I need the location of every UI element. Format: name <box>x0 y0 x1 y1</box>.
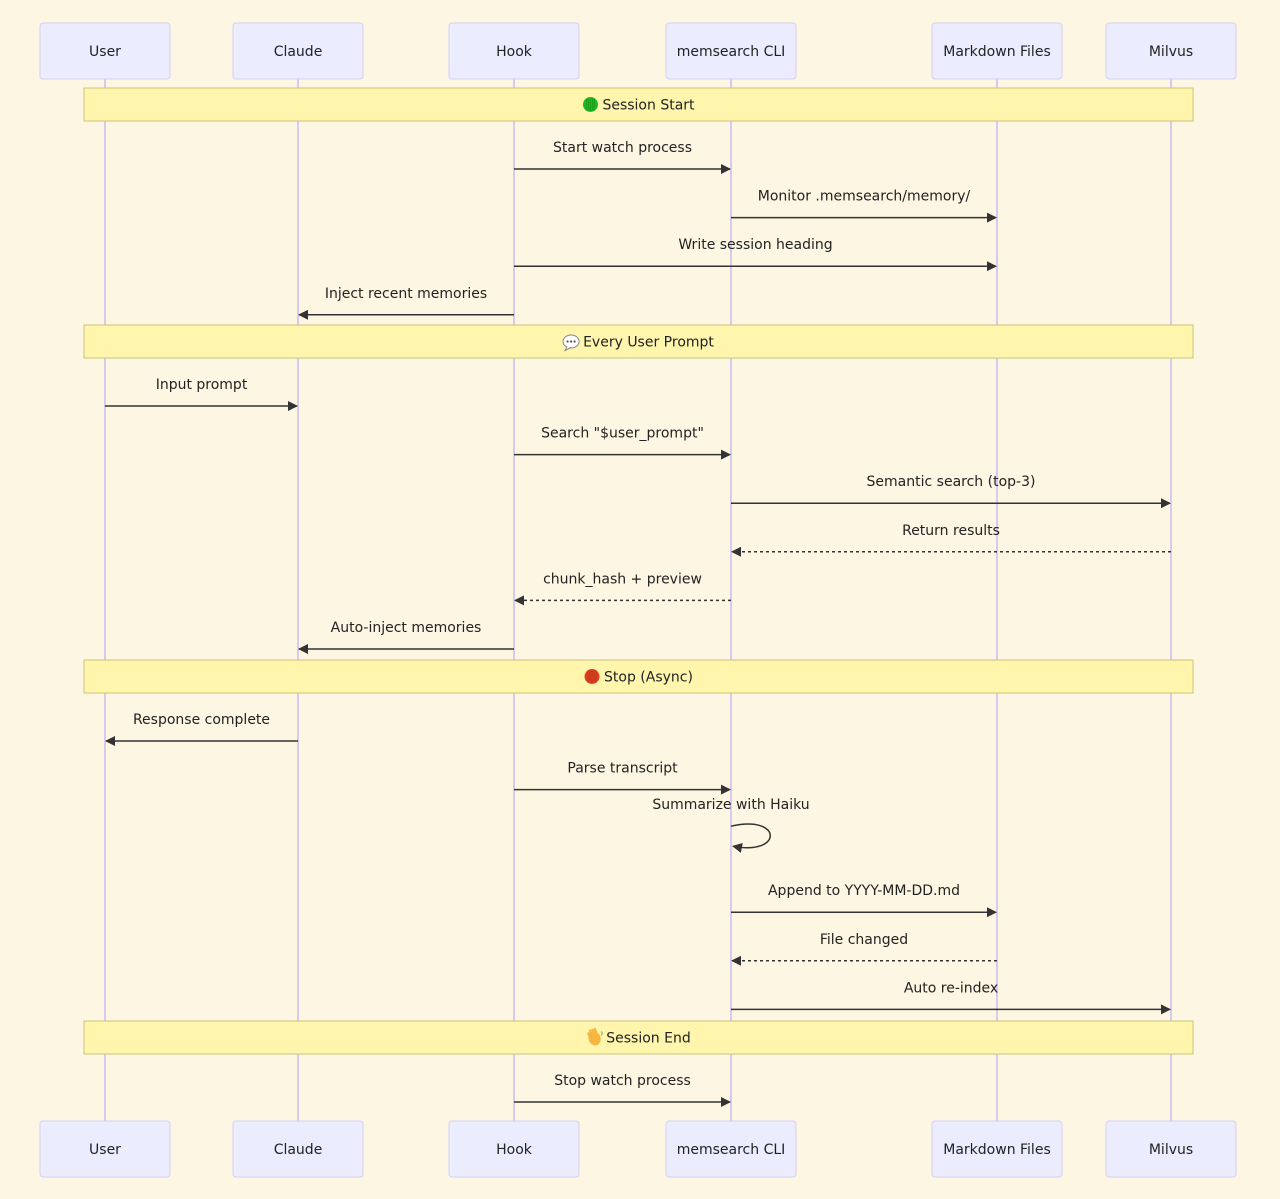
participant-label: memsearch CLI <box>677 1142 786 1158</box>
message-label: Append to YYYY-MM-DD.md <box>768 883 960 899</box>
section-note-box <box>83 659 1194 694</box>
message: Append to YYYY-MM-DD.md <box>731 883 997 918</box>
participant-box <box>448 1120 580 1178</box>
message-label: Auto-inject memories <box>331 620 482 636</box>
participant-box <box>39 22 171 80</box>
section-note-box <box>83 1020 1194 1055</box>
participant-label: Hook <box>496 1142 533 1158</box>
participant-milvus-top: Milvus <box>1105 22 1237 80</box>
message-label: Stop watch process <box>554 1073 691 1089</box>
section-title: Stop (Async) <box>604 670 693 686</box>
participant-claude-top: Claude <box>232 22 364 80</box>
speech-bubble-icon <box>562 334 580 352</box>
message-label: Inject recent memories <box>325 286 487 302</box>
participant-label: Milvus <box>1149 1142 1193 1158</box>
message: Inject recent memories <box>298 286 514 320</box>
participant-label: memsearch CLI <box>677 44 786 60</box>
participant-label: Milvus <box>1149 44 1193 60</box>
participant-box <box>1105 1120 1237 1178</box>
message: Search "$user_prompt" <box>514 426 731 460</box>
message: Monitor .memsearch/memory/ <box>731 189 997 223</box>
participant-label: Hook <box>496 44 533 60</box>
message: chunk_hash + preview <box>514 571 731 606</box>
participant-cli-top: memsearch CLI <box>665 22 797 80</box>
participant-box <box>931 1120 1063 1178</box>
waving-hand-icon <box>587 1027 603 1046</box>
section-title: Session End <box>606 1031 690 1047</box>
participant-box <box>665 22 797 80</box>
message-label: Search "$user_prompt" <box>541 426 704 442</box>
participant-box <box>448 22 580 80</box>
section-note: Every User Prompt <box>83 324 1194 359</box>
participant-label: Claude <box>274 1142 323 1158</box>
message: Auto re-index <box>731 980 1171 1015</box>
participant-label: User <box>89 1142 121 1158</box>
green-circle-icon <box>582 97 598 112</box>
red-circle-icon <box>584 669 600 684</box>
participant-md-top: Markdown Files <box>931 22 1063 80</box>
message: Return results <box>731 523 1171 557</box>
participant-md-bottom: Markdown Files <box>931 1120 1063 1178</box>
message-label: chunk_hash + preview <box>543 571 702 587</box>
participant-user-bottom: User <box>39 1120 171 1178</box>
participant-label: Markdown Files <box>943 44 1050 60</box>
participant-hook-bottom: Hook <box>448 1120 580 1178</box>
message-label: Input prompt <box>156 377 248 393</box>
section-note: Session End <box>83 1020 1194 1055</box>
participant-label: Claude <box>274 44 323 60</box>
message-label: Monitor .memsearch/memory/ <box>758 189 971 205</box>
message: Summarize with Haiku <box>652 797 810 853</box>
message-label: File changed <box>820 932 908 948</box>
participant-cli-bottom: memsearch CLI <box>665 1120 797 1178</box>
message: Write session heading <box>514 237 997 272</box>
participant-box <box>232 1120 364 1178</box>
message: Start watch process <box>514 140 731 174</box>
message: Semantic search (top-3) <box>731 474 1171 509</box>
participant-user-top: User <box>39 22 171 80</box>
message-label: Start watch process <box>553 140 692 156</box>
message: Input prompt <box>105 377 298 411</box>
participant-box <box>39 1120 171 1178</box>
message-label: Write session heading <box>678 237 832 253</box>
message-label: Auto re-index <box>904 980 998 996</box>
message-label: Summarize with Haiku <box>652 797 809 813</box>
message: Stop watch process <box>514 1073 731 1107</box>
section-title: Every User Prompt <box>583 335 714 351</box>
participant-box <box>1105 22 1237 80</box>
participant-label: Markdown Files <box>943 1142 1050 1158</box>
participant-claude-bottom: Claude <box>232 1120 364 1178</box>
message-label: Return results <box>902 523 1000 539</box>
section-note: Stop (Async) <box>83 659 1194 694</box>
section-title: Session Start <box>602 98 695 114</box>
message: File changed <box>731 932 997 966</box>
section-note-box <box>83 324 1194 359</box>
message-label: Parse transcript <box>567 761 678 777</box>
section-note-box <box>83 87 1194 122</box>
participant-hook-top: Hook <box>448 22 580 80</box>
message: Auto-inject memories <box>298 620 514 654</box>
participant-box <box>232 22 364 80</box>
message: Parse transcript <box>514 761 731 795</box>
participant-milvus-bottom: Milvus <box>1105 1120 1237 1178</box>
participant-box <box>931 22 1063 80</box>
participant-box <box>665 1120 797 1178</box>
participant-label: User <box>89 44 121 60</box>
message-label: Semantic search (top-3) <box>867 474 1036 490</box>
section-note: Session Start <box>83 87 1194 122</box>
message-label: Response complete <box>133 712 270 728</box>
message: Response complete <box>105 712 298 746</box>
message-arrow <box>730 823 771 853</box>
